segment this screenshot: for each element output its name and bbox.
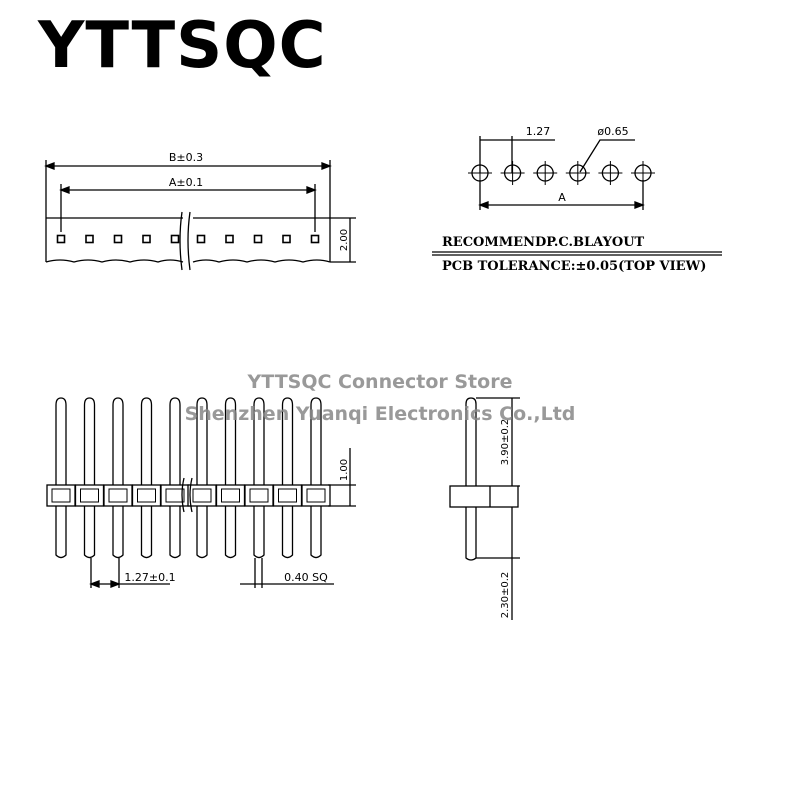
top-pin-square (56, 234, 66, 244)
front-pin-housing-inner (221, 488, 240, 503)
pcb-layout (432, 136, 722, 256)
front-pin-upper (196, 397, 208, 485)
front-pin-upper (140, 397, 153, 485)
side-view (449, 397, 520, 620)
front-pin (103, 397, 133, 559)
front-pin-housing (74, 484, 105, 507)
front-pin-lower (310, 506, 322, 559)
front-pin-lower (253, 506, 265, 559)
watermark-store-name: YTTSQC Connector Store (247, 371, 513, 393)
front-pin-lower (140, 506, 153, 559)
front-pin-housing (160, 484, 190, 507)
front-pin-upper (55, 397, 67, 485)
lower-length-label: 2.30±0.2 (500, 572, 511, 619)
front-pin-upper (310, 397, 322, 485)
top-pin-square (253, 234, 263, 244)
front-pin-housing-inner (51, 488, 71, 503)
pcb-holes (468, 161, 655, 185)
front-pin-lower (112, 506, 124, 559)
front-pin-lower (281, 506, 294, 559)
front-pin-lower (83, 506, 96, 559)
brand-logo-text: YTTSQC (38, 9, 327, 83)
front-pin-housing (272, 484, 303, 507)
pcb-hole (565, 161, 590, 185)
front-pin-housing-inner (278, 488, 297, 503)
top-pin-square (170, 234, 180, 244)
front-pin-upper (281, 397, 294, 485)
pcb-hole-crosshair (598, 161, 623, 185)
top-view-pins (56, 234, 320, 244)
front-pin (272, 397, 303, 559)
pcb-hole-dia-label: ø0.65 (597, 125, 628, 138)
front-pin-housing-inner (108, 488, 128, 503)
front-pin-upper (112, 397, 124, 485)
top-pin-square (113, 234, 123, 244)
pcb-hole (598, 161, 623, 185)
upper-length-label: 3.90±0.2 (500, 419, 511, 466)
body-height-label: 1.00 (339, 459, 350, 481)
front-pin (46, 397, 76, 559)
front-pin-housing-inner (306, 488, 326, 503)
top-pin-square (142, 234, 151, 244)
front-pin-lower (224, 506, 237, 559)
pcb-hole (533, 161, 558, 185)
front-pin-housing (301, 484, 331, 507)
front-pin-housing-inner (192, 488, 212, 503)
front-pin-housing (46, 484, 76, 507)
top-pin-square (225, 234, 234, 244)
pcb-hole-crosshair (533, 161, 558, 185)
pin-size-label: 0.40 SQ (284, 571, 328, 584)
front-pin-housing (103, 484, 133, 507)
front-view (46, 397, 356, 588)
front-pitch-label: 1.27±0.1 (124, 571, 175, 584)
front-pin (244, 397, 274, 559)
pcb-dim-a-label: A (558, 191, 566, 204)
front-pin-housing-inner (165, 488, 185, 503)
top-view (44, 160, 356, 271)
front-pin (131, 397, 162, 559)
front-pin (187, 397, 217, 559)
front-pin-upper (253, 397, 265, 485)
front-pin-housing (244, 484, 274, 507)
top-pin-square (282, 234, 291, 244)
front-pin-housing-inner (80, 488, 99, 503)
top-pin-square (310, 234, 320, 244)
dim-b-label: B±0.3 (169, 151, 203, 164)
front-pin-upper (169, 397, 181, 485)
front-pin-lower (196, 506, 208, 559)
front-pin (301, 397, 331, 559)
front-pin-housing (187, 484, 217, 507)
top-pin-square (85, 234, 94, 244)
front-pin-upper (224, 397, 237, 485)
front-pin-upper (83, 397, 96, 485)
front-pin-housing-inner (249, 488, 269, 503)
front-pin (74, 397, 105, 559)
pcb-pitch-label: 1.27 (526, 125, 551, 138)
pcb-hole-crosshair (565, 161, 590, 185)
front-pin-housing (215, 484, 246, 507)
dim-height-label: 2.00 (339, 229, 350, 251)
dim-a-label: A±0.1 (169, 176, 203, 189)
front-pin-housing-inner (137, 488, 156, 503)
top-pin-square (196, 234, 206, 244)
pcb-layout-title: RECOMMENDP.C.BLAYOUT (442, 235, 645, 250)
front-pin-lower (55, 506, 67, 559)
watermark-company-name: Shenzhen Yuanqi Electronics Co.,Ltd (185, 403, 576, 425)
front-pin-lower (169, 506, 181, 559)
front-view-pins (46, 397, 331, 559)
front-pin-housing (131, 484, 162, 507)
pcb-tolerance-note: PCB TOLERANCE:±0.05(TOP VIEW) (442, 259, 706, 274)
